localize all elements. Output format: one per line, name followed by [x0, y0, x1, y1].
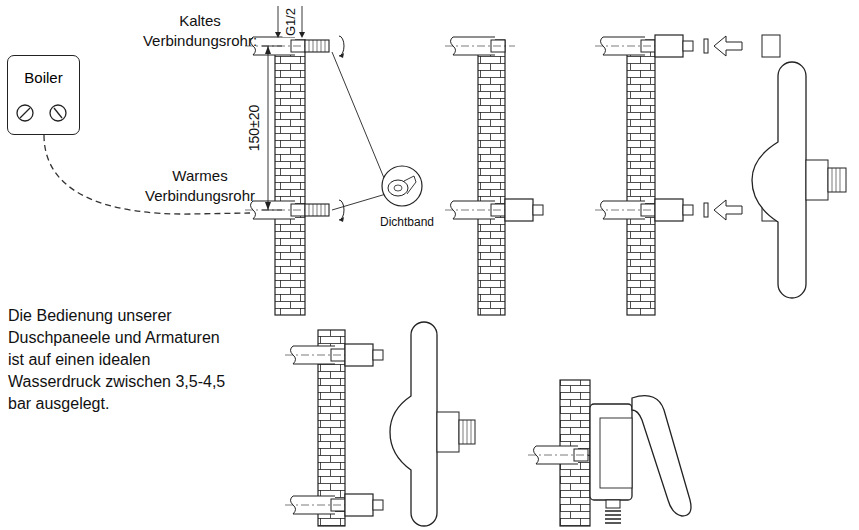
figure-wall-pipes-part: [265, 46, 271, 210]
figure-wall-pipes-part: [305, 200, 344, 222]
figure-lever-mixer: [528, 380, 691, 526]
figure-mount-mixer-part: [752, 62, 806, 298]
node-label-text: Boiler: [24, 69, 62, 86]
boiler-screws-part: [20, 108, 30, 118]
sealing-tape-detail-part: [382, 166, 422, 206]
figure-mounted-mixer-part: [463, 420, 471, 444]
figure-mounted-mixer-part: [345, 494, 383, 516]
node-label: Boiler: [8, 56, 79, 86]
figure-eccentric-nut-part: [478, 40, 505, 315]
figure-mounted-mixer-part: [390, 322, 437, 526]
figure-mount-mixer-part: [714, 200, 742, 220]
boiler-screws-part: [50, 105, 66, 121]
figure-lever-mixer-part: [606, 500, 620, 508]
thread-size: G1/2: [283, 7, 298, 37]
sealing-tape-detail: [332, 52, 422, 210]
figure-mount-mixer-part: [828, 168, 846, 192]
figure-mounted-mixer-part: [345, 344, 383, 366]
figure-mount-mixer-part: [714, 36, 742, 56]
figure-lever-mixer-part: [590, 404, 632, 500]
figure-mount-mixer-part: [832, 168, 840, 192]
figure-eccentric-nut: [445, 37, 543, 315]
dimension: 150±20: [246, 104, 262, 153]
figure-mount-mixer-part: [655, 199, 693, 221]
boiler-screws-part: [17, 105, 33, 121]
figure-wall-pipes: [245, 6, 344, 315]
boiler-box: Boiler: [7, 55, 80, 135]
figure-mount-mixer-part: [704, 39, 708, 53]
part-label: Dichtband: [380, 215, 434, 229]
figure-mount-mixer-part: [806, 160, 828, 200]
figure-lever-mixer-part: [605, 511, 621, 523]
figure-lever-mixer-part: [600, 418, 632, 488]
sealing-tape-detail-part: [388, 180, 408, 196]
boiler-screws: [17, 105, 66, 121]
figure-mount-mixer-part: [704, 203, 708, 217]
figure-lever-mixer-part: [528, 446, 598, 464]
figure-mount-mixer-part: [655, 35, 693, 57]
figure-mount-mixer: [595, 35, 846, 315]
boiler-screws-part: [54, 108, 62, 118]
figure-lever-mixer-part: [632, 396, 691, 516]
figure-eccentric-nut-part: [445, 37, 515, 55]
pipe-label: Kaltes Verbindungsrohr:: [133, 11, 267, 51]
sealing-tape-detail-part: [332, 52, 386, 210]
figure-wall-pipes-part: [275, 40, 305, 315]
figure-mounted-mixer: [285, 322, 475, 526]
pipe-label: Warmes Verbindungsrohr: [133, 166, 267, 206]
figure-mount-mixer-part: [762, 35, 780, 57]
note: Die Bedienung unserer Duschpaneele und A…: [8, 305, 236, 415]
sealing-tape-detail-part: [394, 185, 402, 191]
figure-eccentric-nut-part: [505, 199, 543, 221]
figure-mounted-mixer-part: [459, 420, 475, 444]
sealing-tape-detail-part: [404, 176, 416, 194]
figure-mounted-mixer-part: [437, 412, 459, 452]
figure-wall-pipes-part: [305, 36, 344, 58]
figure-wall-pipes-part: [262, 46, 282, 210]
figure-mount-mixer-part: [627, 40, 655, 315]
